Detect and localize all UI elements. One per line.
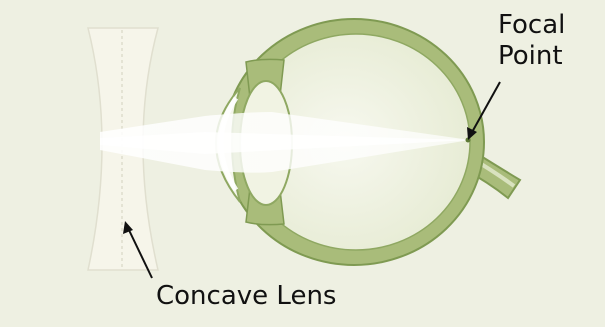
focal-point-label-line2: Point bbox=[498, 41, 565, 72]
focal-point-label-line1: Focal bbox=[498, 10, 565, 41]
concave-lens-label: Concave Lens bbox=[156, 281, 336, 312]
focal-point-label: Focal Point bbox=[498, 10, 565, 72]
